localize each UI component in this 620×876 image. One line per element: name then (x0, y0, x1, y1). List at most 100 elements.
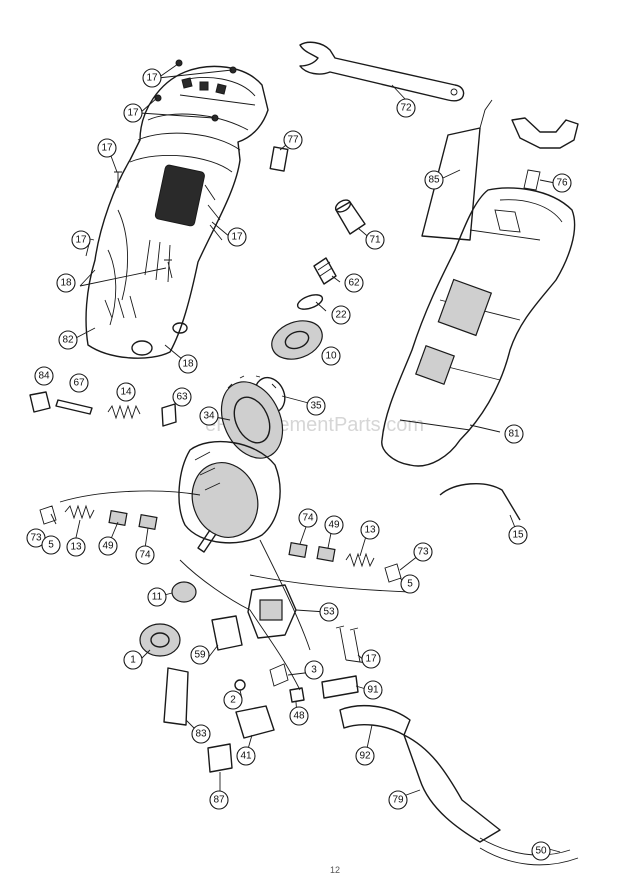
svg-text:17: 17 (231, 232, 243, 243)
svg-text:83: 83 (195, 729, 207, 740)
callout-17: 17 (142, 68, 162, 88)
bearing-10-drawing (271, 320, 323, 360)
brush-assembly-left-drawing (39, 490, 201, 530)
svg-text:71: 71 (369, 235, 381, 246)
svg-text:48: 48 (293, 711, 305, 722)
label-83-drawing (163, 667, 189, 726)
svg-text:67: 67 (73, 378, 85, 389)
callout-81: 81 (504, 424, 524, 444)
callout-83: 83 (191, 724, 211, 744)
callout-67: 67 (69, 373, 89, 393)
spanner-wrench-drawing (299, 41, 465, 102)
svg-text:50: 50 (535, 846, 547, 857)
wire-connector-drawing (289, 687, 305, 703)
switch-drawing (247, 584, 297, 639)
callout-17: 17 (71, 230, 91, 250)
svg-text:76: 76 (556, 178, 568, 189)
svg-text:22: 22 (335, 310, 347, 321)
svg-text:74: 74 (139, 550, 151, 561)
callout-85: 85 (424, 170, 444, 190)
callout-79: 79 (388, 790, 408, 810)
screw-set-drawing (85, 59, 237, 279)
handle-housing-drawing (381, 187, 576, 467)
callout-13: 13 (360, 520, 380, 540)
callout-3: 3 (304, 660, 324, 680)
callout-71: 71 (365, 230, 385, 250)
bracket-drawing (207, 743, 233, 773)
callout-76: 76 (552, 173, 572, 193)
callout-49: 49 (324, 515, 344, 535)
callout-15: 15 (508, 525, 528, 545)
armature-drawing (178, 440, 281, 553)
callout-49: 49 (98, 536, 118, 556)
svg-text:84: 84 (38, 371, 50, 382)
gear-assembly-drawing (220, 375, 286, 459)
svg-text:17: 17 (101, 143, 113, 154)
callout-48: 48 (289, 706, 309, 726)
wire-clip-drawing (439, 482, 521, 521)
callout-13: 13 (66, 537, 86, 557)
svg-text:11: 11 (152, 592, 163, 603)
svg-text:59: 59 (194, 650, 206, 661)
callout-41: 41 (236, 746, 256, 766)
callout-17: 17 (361, 649, 381, 669)
svg-text:17: 17 (146, 73, 158, 84)
pin-drawing (55, 399, 93, 415)
svg-text:53: 53 (323, 607, 335, 618)
wire-drawing (179, 559, 301, 691)
svg-text:1: 1 (130, 655, 136, 666)
callout-62: 62 (344, 273, 364, 293)
callout-92: 92 (355, 746, 375, 766)
svg-text:10: 10 (325, 351, 337, 362)
callout-82: 82 (58, 330, 78, 350)
bearing-62-drawing (313, 257, 337, 285)
callout-72: 72 (396, 98, 416, 118)
motor-housing-drawing (85, 65, 269, 359)
svg-text:62: 62 (348, 278, 360, 289)
svg-text:35: 35 (310, 401, 322, 412)
callout-53: 53 (319, 602, 339, 622)
callout-10: 10 (321, 346, 341, 366)
switch-cover-drawing (211, 615, 243, 651)
svg-text:79: 79 (392, 795, 404, 806)
svg-text:18: 18 (182, 359, 194, 370)
callout-17: 17 (97, 138, 117, 158)
callout-18: 18 (56, 273, 76, 293)
capacitor-drawing (235, 705, 275, 739)
lock-button-drawing (29, 391, 51, 413)
bearing-11-drawing (171, 581, 197, 603)
callout-5: 5 (41, 535, 61, 555)
svg-text:74: 74 (302, 513, 314, 524)
nut-drawing (234, 679, 246, 691)
clip-drawing (511, 117, 579, 191)
svg-text:3: 3 (311, 665, 317, 676)
svg-text:14: 14 (120, 387, 132, 398)
page-number: 12 (330, 865, 340, 875)
svg-text:17: 17 (75, 235, 87, 246)
svg-text:49: 49 (328, 520, 340, 531)
cord-guard-and-cord-drawing (403, 734, 579, 866)
svg-text:82: 82 (62, 335, 74, 346)
spring-14-drawing (107, 404, 141, 420)
label-77-drawing (269, 146, 289, 172)
callout-17: 17 (123, 103, 143, 123)
svg-text:91: 91 (367, 685, 379, 696)
cord-protector-drawing (339, 705, 411, 736)
callout-17: 17 (227, 227, 247, 247)
callout-63: 63 (172, 387, 192, 407)
leader-lines (50, 63, 561, 853)
svg-text:17: 17 (127, 108, 139, 119)
callout-2: 2 (223, 690, 243, 710)
brush-assembly-right-drawing (249, 542, 411, 593)
svg-text:49: 49 (102, 541, 114, 552)
callout-18: 18 (178, 354, 198, 374)
svg-text:73: 73 (30, 533, 42, 544)
svg-text:2: 2 (230, 695, 236, 706)
svg-text:73: 73 (417, 547, 429, 558)
callout-14: 14 (116, 382, 136, 402)
svg-text:92: 92 (359, 751, 371, 762)
bearing-1-drawing (139, 623, 181, 657)
callout-1: 1 (123, 650, 143, 670)
callout-84: 84 (34, 366, 54, 386)
